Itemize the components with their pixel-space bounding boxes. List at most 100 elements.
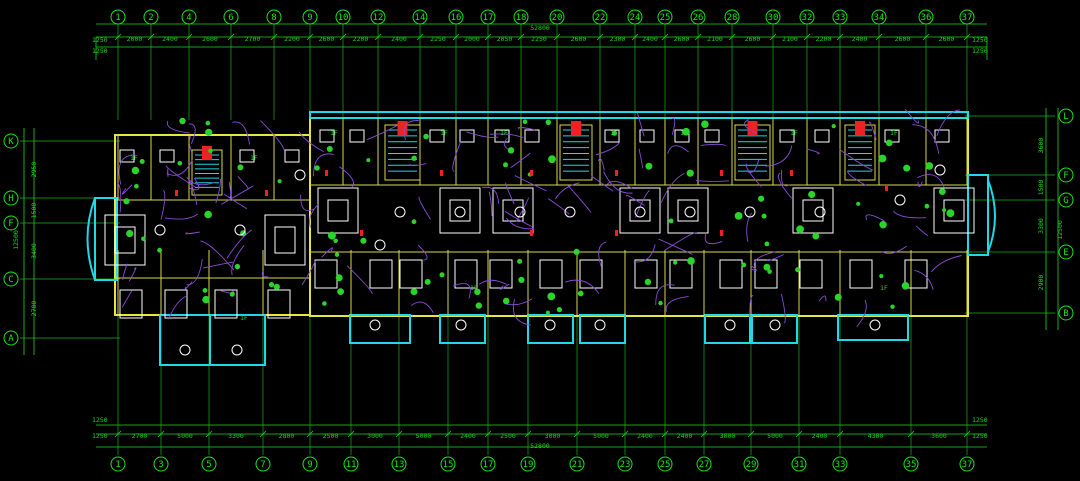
circuit-wire (914, 269, 934, 290)
electrical-device (938, 188, 946, 196)
kitchen-unit (933, 187, 975, 234)
bottom-dimension-label: 3300 (228, 432, 244, 440)
circuit-wire (638, 148, 644, 169)
ceiling-light (455, 319, 467, 331)
axis-bubble-label: 10 (338, 13, 349, 23)
bed (719, 259, 743, 289)
top-dimension-label: 2600 (939, 35, 955, 43)
axis-bubble-label: 3 (158, 460, 163, 470)
dimension-tick (631, 33, 639, 41)
circuit-wire (411, 301, 434, 313)
dimension-tick (157, 430, 165, 438)
offset-mark: 1250 (92, 36, 108, 44)
electrical-device (522, 119, 528, 125)
bottom-axis-bubble: 9 (302, 456, 318, 472)
axis-bubble-circle (743, 456, 759, 472)
offset-mark: 1250 (92, 416, 108, 424)
electrical-device (205, 128, 213, 136)
electrical-device (411, 219, 417, 225)
room-tag: 1F (790, 129, 798, 137)
electrical-device (411, 155, 417, 161)
electrical-device (202, 288, 208, 293)
dimension-tick (836, 430, 844, 438)
circuit-wire (482, 186, 500, 204)
balcony (751, 314, 798, 344)
electrical-device (612, 130, 618, 136)
top-axis-bubble: 8 (266, 9, 282, 25)
offset-mark: 1250 (972, 36, 988, 44)
electrical-device (831, 124, 836, 129)
kitchen-unit (619, 187, 661, 234)
circuit-wire (598, 241, 607, 268)
top-dimension-label: 2600 (895, 35, 911, 43)
dimension-tick (963, 430, 971, 438)
ceiling-light (394, 206, 406, 218)
right-dimension-label: 1500 (1037, 180, 1045, 196)
top-dimension-label: 2050 (497, 35, 513, 43)
circuit-wire (664, 232, 698, 251)
axis-bubble-label: 36 (921, 13, 932, 23)
electrical-device (326, 146, 333, 152)
top-dimension-label: 2250 (531, 35, 547, 43)
electrical-device (518, 276, 525, 283)
electrical-device (327, 231, 336, 240)
axis-bubble-label: H (8, 194, 13, 204)
top-dimension-label: 2100 (782, 35, 798, 43)
top-dimension-label: 2250 (430, 35, 446, 43)
axis-bubble-circle (832, 456, 848, 472)
electrical-device (204, 210, 212, 219)
distribution-panel (265, 190, 268, 196)
bottom-dimension-label: 5000 (177, 432, 193, 440)
axis-bubble-label: 24 (630, 13, 641, 23)
electrical-device (795, 267, 801, 273)
electrical-device (314, 165, 320, 171)
top-dimension-label: 2400 (642, 35, 658, 43)
axis-bubble-circle (266, 9, 282, 25)
electrical-device (761, 213, 767, 219)
right-axis-bubble: G (1058, 192, 1074, 208)
electrical-device (856, 201, 861, 206)
sanitary-fixture (779, 129, 795, 143)
axis-bubble-circle (201, 456, 217, 472)
top-axis-bubble: 17 (480, 9, 496, 25)
electrical-device (131, 166, 140, 175)
circuit-wire (904, 108, 919, 124)
axis-bubble-circle (3, 271, 19, 287)
top-axis-bubble: 16 (448, 9, 464, 25)
axis-bubble-label: 4 (186, 13, 191, 23)
right-dimension-label: 3600 (1037, 138, 1045, 154)
circuit-wire (186, 176, 215, 186)
kitchen-unit-inner (802, 199, 824, 222)
building-wall-east-block (309, 111, 969, 317)
electrical-device (764, 241, 770, 247)
dimension-tick (347, 430, 355, 438)
axis-bubble-label: 17 (483, 460, 494, 470)
kitchen-unit-inner (502, 199, 524, 222)
kitchen-unit-inner (943, 199, 965, 222)
circuit-wire (366, 124, 398, 141)
top-axis-bubble: 14 (412, 9, 428, 25)
axis-bubble-circle (791, 456, 807, 472)
circuit-wire (936, 109, 960, 136)
electrical-device (205, 120, 211, 126)
axis-bubble-circle (3, 330, 19, 346)
dimension-tick (484, 33, 492, 41)
left-dimension-label: 2700 (30, 301, 38, 317)
bottom-axis-bubble: 33 (832, 456, 848, 472)
electrical-device (796, 225, 804, 234)
bottom-axis-bubble: 23 (617, 456, 633, 472)
electrical-device (808, 190, 816, 199)
bay-window-arc (987, 179, 996, 253)
bay-window-arc (86, 197, 96, 281)
axis-bubble-circle (3, 190, 19, 206)
axis-bubble-label: 37 (962, 460, 973, 470)
electrical-device (237, 164, 244, 171)
axis-bubble-circle (513, 9, 529, 25)
bed (399, 259, 423, 289)
circuit-wire (780, 169, 790, 187)
circuit-wire (777, 172, 792, 199)
circuit-wire (418, 196, 431, 220)
distribution-panel (530, 230, 533, 236)
circuit-wire (915, 225, 929, 237)
top-axis-bubble: 22 (592, 9, 608, 25)
